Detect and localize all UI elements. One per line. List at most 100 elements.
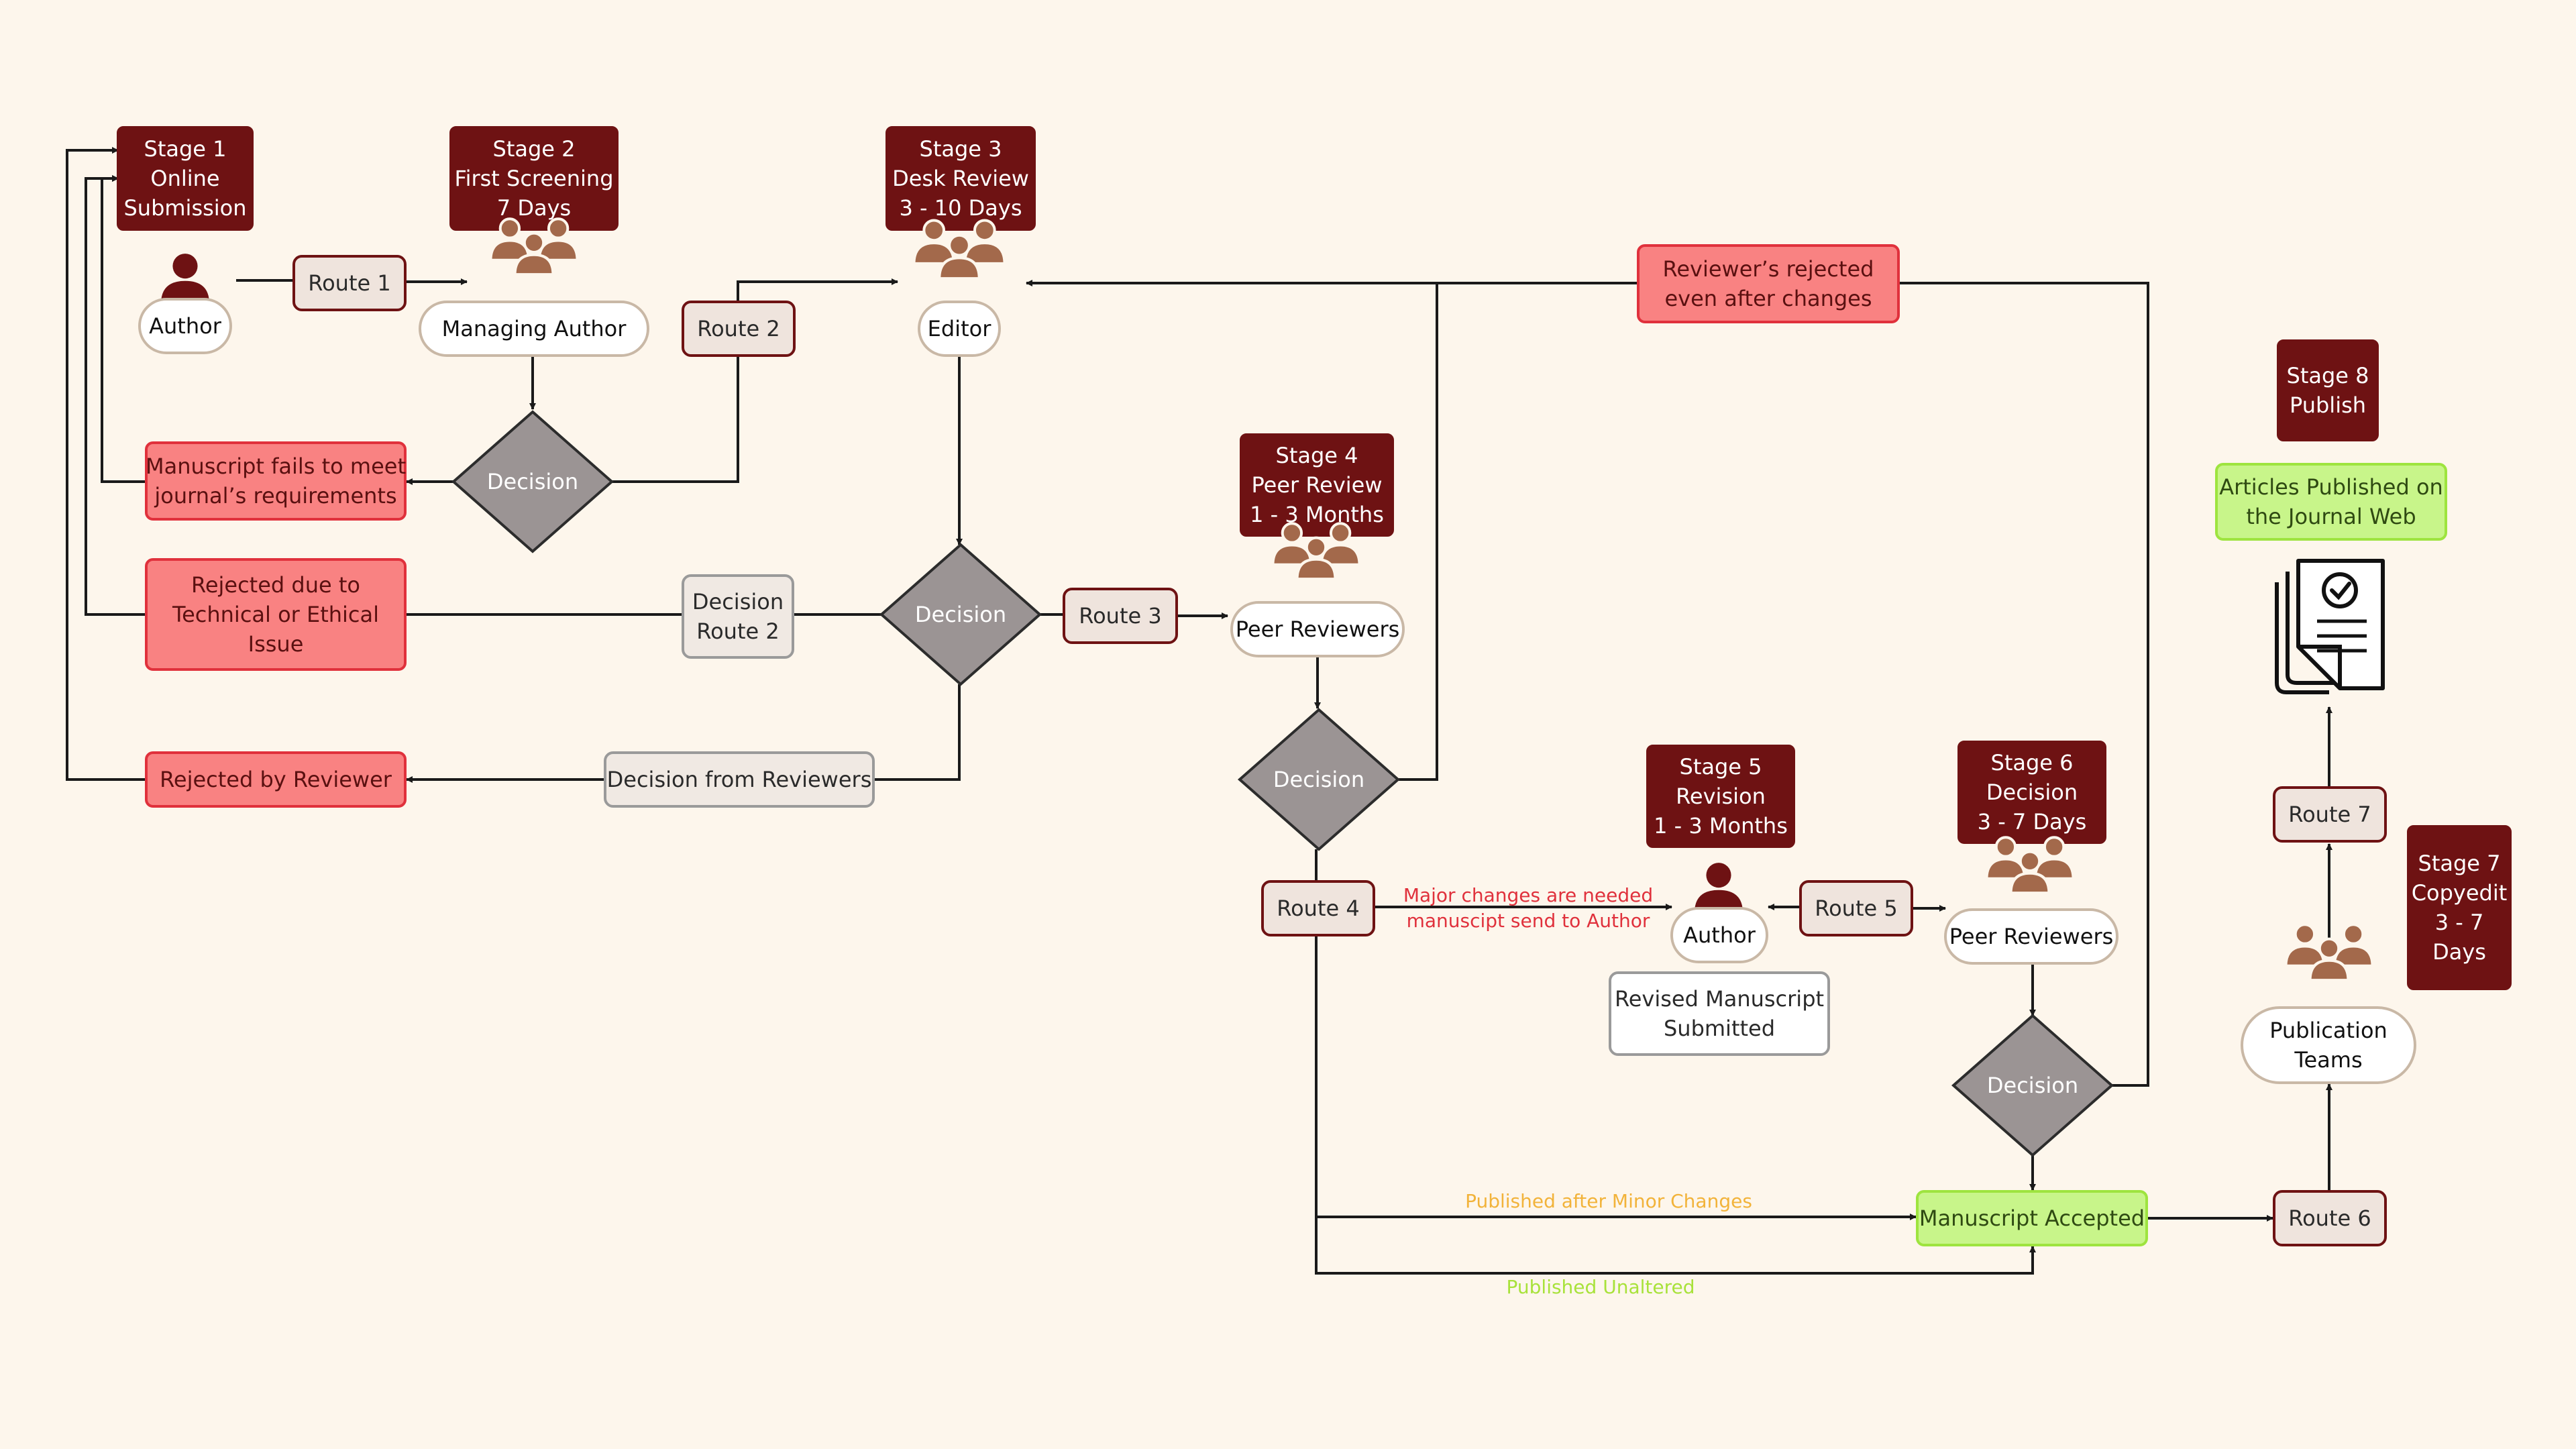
stage-s3-shape — [885, 126, 1036, 231]
stage-s8-shape — [2277, 339, 2379, 441]
actor-editor-text: Editor — [928, 316, 992, 341]
actor-author1: Author — [138, 254, 232, 354]
actor-peer1-pill — [1230, 601, 1405, 657]
stage-s6-shape — [1957, 741, 2106, 844]
decision-d1: Decision — [451, 410, 614, 553]
decision-d4: Decision — [1951, 1014, 2114, 1157]
actor-editor-pill — [918, 301, 1001, 357]
edge-decision4-reject4 — [1898, 282, 2149, 1087]
route-r2: Route 2 — [682, 301, 796, 357]
actor-managing: Managing Author — [419, 217, 649, 357]
decision-d2: Decision — [879, 543, 1042, 686]
route-r1: Route 1 — [292, 255, 407, 311]
actor-editor: Editor — [912, 219, 1006, 357]
edge-reject3-stage1 — [66, 147, 146, 781]
route-r1-shape — [292, 255, 407, 311]
rejection-rej1-shape — [145, 441, 407, 521]
actor-peer1-text: Peer Reviewers — [1236, 616, 1400, 642]
edge-reject2-stage1 — [85, 175, 146, 616]
single-person-icon — [1695, 863, 1743, 913]
edge-label-minor: Published after Minor Changes — [1465, 1190, 1752, 1212]
route-r4-text: Route 4 — [1277, 896, 1359, 921]
route-r5: Route 5 — [1799, 880, 1913, 936]
decision-label: Decision — [1273, 767, 1364, 792]
decision-diamond — [451, 410, 614, 553]
label-revised-shape — [1609, 971, 1830, 1056]
edge-decision3-reject4 — [1398, 282, 1638, 781]
edge-label-unaltered: Published Unaltered — [1507, 1276, 1695, 1298]
route-r2-shape — [682, 301, 796, 357]
stage-s2-shape — [449, 126, 619, 231]
edge-label-unaltered-text: Published Unaltered — [1507, 1276, 1695, 1298]
group-icon — [912, 219, 1006, 280]
stage-s5-shape — [1646, 745, 1795, 848]
group-icon — [489, 217, 579, 276]
single-person-icon — [161, 254, 209, 304]
rejection-rej3-shape — [145, 751, 407, 808]
label-dr2-shape — [682, 574, 794, 659]
route-r7: Route 7 — [2273, 786, 2387, 843]
actor-author2-pill — [1670, 907, 1768, 963]
actor-managing-pill — [419, 301, 649, 357]
edge-unaltered — [1315, 1217, 2036, 1275]
edge-decision1-route2 — [612, 356, 739, 483]
label-dfr-text: Decision from Reviewers — [607, 767, 872, 792]
edge-decision2-reviewers — [873, 684, 961, 781]
route-r2-text: Route 2 — [697, 316, 780, 341]
route-r3-shape — [1063, 588, 1178, 644]
route-r4: Route 4 — [1261, 880, 1375, 936]
group-icon — [2284, 923, 2374, 982]
route-r3: Route 3 — [1063, 588, 1178, 644]
decision-d3: Decision — [1237, 708, 1401, 851]
rejection-rej3-text: Rejected by Reviewer — [160, 767, 392, 792]
route-r5-text: Route 5 — [1815, 896, 1897, 921]
accept-accepted-text: Manuscript Accepted — [1919, 1205, 2145, 1231]
route-r5-shape — [1799, 880, 1913, 936]
route-r7-shape — [2273, 786, 2387, 843]
decision-label: Decision — [1987, 1073, 2078, 1098]
actor-author2: Author — [1670, 863, 1768, 963]
route-r6-shape — [2273, 1190, 2387, 1246]
group-icon — [1271, 522, 1361, 581]
actor-managing-text: Managing Author — [442, 316, 627, 341]
decision-diamond — [1951, 1014, 2114, 1157]
rejection-rej4-shape — [1637, 244, 1900, 323]
edge-route2-editor — [737, 278, 898, 302]
stage-s4-shape — [1240, 433, 1394, 537]
actor-pubteams-pill — [2241, 1006, 2416, 1084]
accept-accepted: Manuscript Accepted — [1916, 1190, 2148, 1246]
decision-diamond — [879, 543, 1042, 686]
edge-label-minor-text: Published after Minor Changes — [1465, 1190, 1752, 1212]
route-r7-text: Route 7 — [2288, 802, 2371, 827]
route-r4-shape — [1261, 880, 1375, 936]
actor-peer1: Peer Reviewers — [1230, 522, 1405, 657]
route-r3-text: Route 3 — [1079, 603, 1161, 629]
label-dfr-shape — [604, 751, 875, 808]
